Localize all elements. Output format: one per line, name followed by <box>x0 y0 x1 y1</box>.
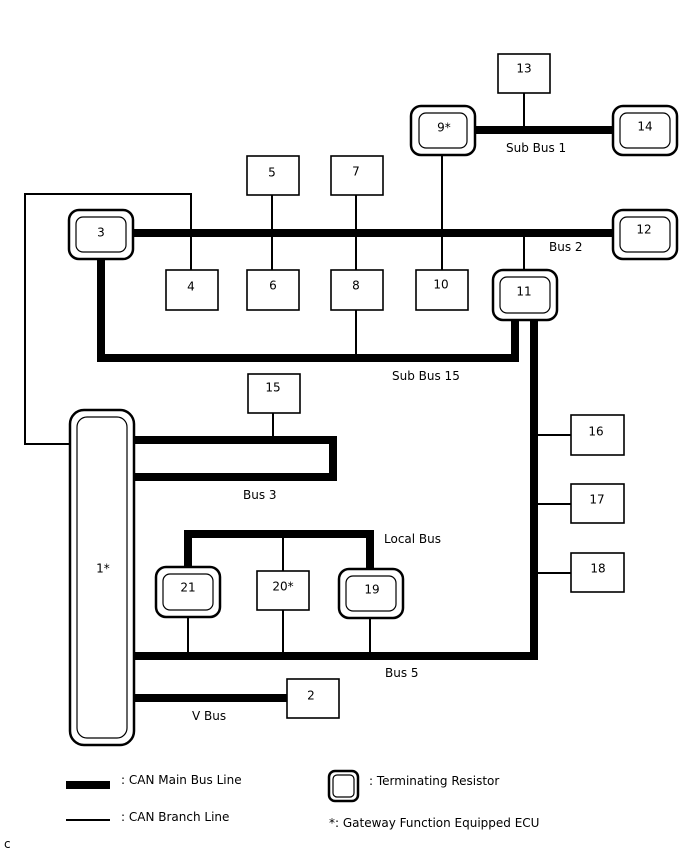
corner-mark: c <box>4 837 11 851</box>
node-13-label: 13 <box>516 62 531 76</box>
node-2-label: 2 <box>307 689 315 703</box>
local-bus-line <box>184 530 374 569</box>
bus-2-label: Bus 2 <box>549 240 583 254</box>
legend-terminating-resistor-label: : Terminating Resistor <box>369 774 499 788</box>
ecu-nodes: 13 5 7 4 6 8 10 15 <box>165 53 625 719</box>
main-bus-lines <box>97 126 613 702</box>
sub-bus-15-line <box>97 259 519 362</box>
node-5-label: 5 <box>268 166 276 180</box>
node-14-label: 14 <box>637 120 652 134</box>
bus-3-label: Bus 3 <box>243 488 277 502</box>
v-bus-label: V Bus <box>192 709 226 723</box>
bus-labels: Sub Bus 1 Bus 2 Sub Bus 15 Bus 3 Local B… <box>192 141 583 723</box>
node-10-label: 10 <box>433 278 448 292</box>
node-9: 9* <box>409 104 477 157</box>
node-17: 17 <box>570 483 625 524</box>
node-3: 3 <box>67 208 135 261</box>
branch-lines <box>24 93 571 656</box>
node-16: 16 <box>570 414 625 456</box>
legend: : CAN Main Bus Line : CAN Branch Line : … <box>66 769 539 830</box>
legend-terminating-resistor-swatch <box>327 769 360 803</box>
node-6-label: 6 <box>269 279 277 293</box>
node-21-label: 21 <box>180 581 195 595</box>
node-12: 12 <box>611 208 679 261</box>
node-18: 18 <box>570 552 625 593</box>
node-4: 4 <box>165 269 219 311</box>
node-8-label: 8 <box>352 279 360 293</box>
branch-4-to-1 <box>24 193 192 445</box>
sub-bus-1-label: Sub Bus 1 <box>506 141 566 155</box>
node-6: 6 <box>246 269 300 311</box>
bus-5-line <box>133 320 538 660</box>
node-11-label: 11 <box>516 285 531 299</box>
terminating-nodes: 9* 14 3 12 11 21 19 <box>67 104 679 747</box>
node-17-label: 17 <box>589 493 604 507</box>
node-10: 10 <box>415 269 469 311</box>
node-14: 14 <box>611 104 679 157</box>
node-4-label: 4 <box>187 280 195 294</box>
sub-bus-15-label: Sub Bus 15 <box>392 369 460 383</box>
bus-3-line <box>133 436 337 481</box>
node-20-label: 20* <box>272 580 293 594</box>
node-15-label: 15 <box>265 381 280 395</box>
node-1: 1* <box>68 408 136 747</box>
node-19-label: 19 <box>364 583 379 597</box>
local-bus-label: Local Bus <box>384 532 441 546</box>
node-2: 2 <box>286 678 340 719</box>
node-11: 11 <box>491 268 559 322</box>
node-20: 20* <box>256 570 310 611</box>
node-15: 15 <box>247 373 301 414</box>
bus-5-label: Bus 5 <box>385 666 419 680</box>
node-8: 8 <box>330 269 384 311</box>
legend-gateway-note: *: Gateway Function Equipped ECU <box>329 816 539 830</box>
node-5: 5 <box>246 155 300 196</box>
legend-branch-line-label: : CAN Branch Line <box>121 810 229 824</box>
legend-main-line-label: : CAN Main Bus Line <box>121 773 242 787</box>
node-19: 19 <box>337 567 405 620</box>
node-7-label: 7 <box>352 165 360 179</box>
node-9-label: 9* <box>437 121 451 135</box>
node-1-label: 1* <box>96 562 110 576</box>
node-13: 13 <box>497 53 551 94</box>
node-7: 7 <box>330 155 384 196</box>
node-18-label: 18 <box>590 562 605 576</box>
node-3-label: 3 <box>97 226 105 240</box>
node-16-label: 16 <box>588 425 603 439</box>
node-21: 21 <box>154 565 222 619</box>
node-12-label: 12 <box>636 223 651 237</box>
